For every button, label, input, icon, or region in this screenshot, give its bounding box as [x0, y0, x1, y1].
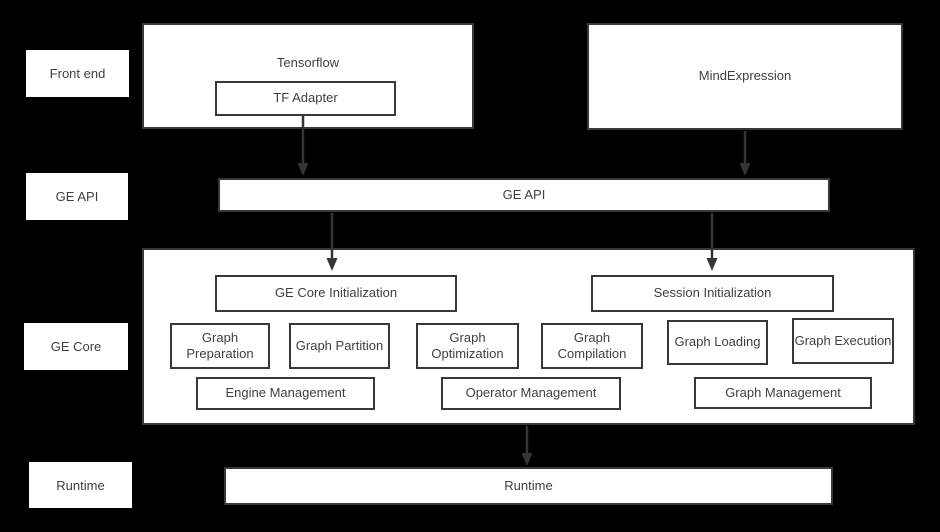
arrow-mindexpression-to-ge-api [739, 131, 751, 176]
graph-management-box: Graph Management [694, 377, 872, 409]
row-label-front-end-text: Front end [49, 66, 106, 81]
graph-execution-label: Graph Execution [794, 332, 892, 348]
session-initialization-box: Session Initialization [591, 275, 834, 312]
graph-optimization-label: Graph Optimization [431, 329, 504, 361]
graph-management-label: Graph Management [725, 384, 841, 400]
graph-execution-box: Graph Execution [792, 318, 894, 364]
graph-loading-box: Graph Loading [667, 320, 768, 365]
graph-partition-label: Graph Partition [295, 337, 384, 353]
ge-api-bar: GE API [218, 178, 830, 212]
ge-core-initialization-label: GE Core Initialization [274, 285, 398, 301]
operator-management-label: Operator Management [465, 385, 597, 401]
row-label-ge-core: GE Core [24, 323, 128, 370]
graph-partition-box: Graph Partition [289, 323, 390, 369]
ge-api-bar-label: GE API [502, 186, 546, 202]
graph-compilation-box: Graph Compilation [541, 323, 643, 369]
row-label-ge-api: GE API [26, 173, 128, 220]
mindexpression-box: MindExpression [587, 23, 903, 130]
graph-optimization-box: Graph Optimization [416, 323, 519, 369]
runtime-bar: Runtime [224, 467, 833, 505]
tf-adapter-box: TF Adapter [215, 81, 396, 116]
operator-management-box: Operator Management [441, 377, 621, 410]
row-label-ge-core-text: GE Core [50, 339, 102, 354]
tf-adapter-label: TF Adapter [273, 90, 338, 106]
graph-preparation-label: Graph Preparation [186, 329, 254, 361]
engine-management-box: Engine Management [196, 377, 375, 410]
row-label-runtime-text: Runtime [56, 477, 105, 493]
arrow-ge-core-to-runtime [521, 426, 533, 466]
ge-core-initialization-box: GE Core Initialization [215, 275, 457, 312]
graph-preparation-box: Graph Preparation [170, 323, 270, 369]
runtime-bar-label: Runtime [504, 477, 553, 493]
row-label-ge-api-text: GE API [55, 189, 99, 204]
engine-management-label: Engine Management [225, 385, 346, 401]
ge-core-container: GE Core Initialization Session Initializ… [142, 248, 915, 425]
mindexpression-label: MindExpression [698, 68, 792, 84]
tensorflow-label: Tensorflow [276, 55, 340, 70]
tensorflow-box: Tensorflow TF Adapter [142, 23, 474, 129]
graph-compilation-label: Graph Compilation [557, 329, 627, 361]
row-label-runtime: Runtime [29, 462, 132, 508]
row-label-front-end: Front end [26, 50, 129, 97]
session-initialization-label: Session Initialization [653, 285, 772, 301]
graph-loading-label: Graph Loading [674, 334, 761, 350]
